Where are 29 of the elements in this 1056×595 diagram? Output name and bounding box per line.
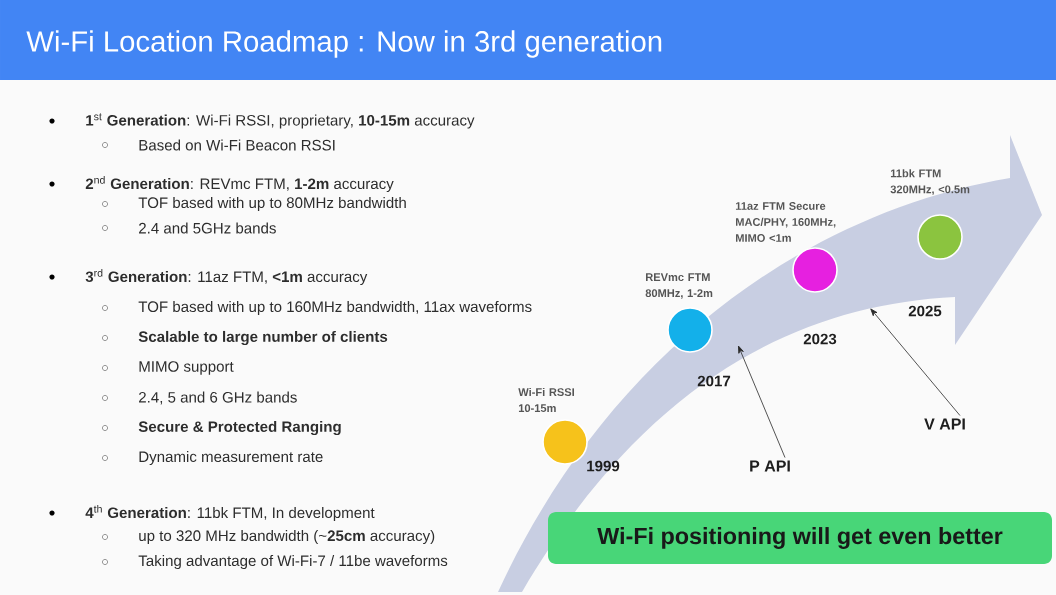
api-label: P API [750,460,790,472]
list-item: Secure & Protected Ranging [102,420,341,436]
list-item: 1$^{st}$ Generation: Wi-Fi RSSI, proprietary, 10-15m accuracy [49,113,475,129]
list-item: Scalable to large number of clients [102,330,388,346]
title-bar: Wi-Fi Location Roadmap : Now in 3rd generation [0,0,1056,80]
list-item: 3$^{rd}$ Generation: 11az FTM, <1m accuracy [49,268,368,285]
list-item: Based on Wi-Fi Beacon RSSI [102,139,335,151]
list-item: MIMO support [102,361,234,375]
list-item: 2.4, 5 and 6 GHz bands [102,391,297,405]
year-label: 2017 [697,375,731,387]
milestone-dot [917,214,963,260]
leader-line [738,345,786,458]
list-item: TOF based with up to 160MHz bandwidth, 11ax waveforms [102,300,532,315]
list-item: 2$^{nd}$ Generation: REVmc FTM, 1-2m accuracy [49,175,394,192]
list-item: Taking advantage of Wi-Fi-7 / 11be waveforms [102,554,448,569]
milestone-dot [792,247,838,293]
list-item: 2.4 and 5GHz bands [102,222,276,234]
year-label: 2025 [908,305,942,317]
list-item: TOF based with up to 80MHz bandwidth [102,196,406,211]
year-label: 2023 [803,333,837,345]
list-item: Dynamic measurement rate [102,450,323,465]
milestone-dot [667,307,713,353]
list-item: up to 320 MHz bandwidth (~25cm accuracy) [102,529,435,544]
milestone-dot [542,419,588,465]
year-label: 1999 [587,460,620,472]
list-item: 4$^{th}$ Generation: 11bk FTM, In development [49,504,375,521]
api-label: V API [924,418,965,430]
banner: Wi-Fi positioning will get even better [548,512,1052,564]
leader-line [870,308,961,416]
